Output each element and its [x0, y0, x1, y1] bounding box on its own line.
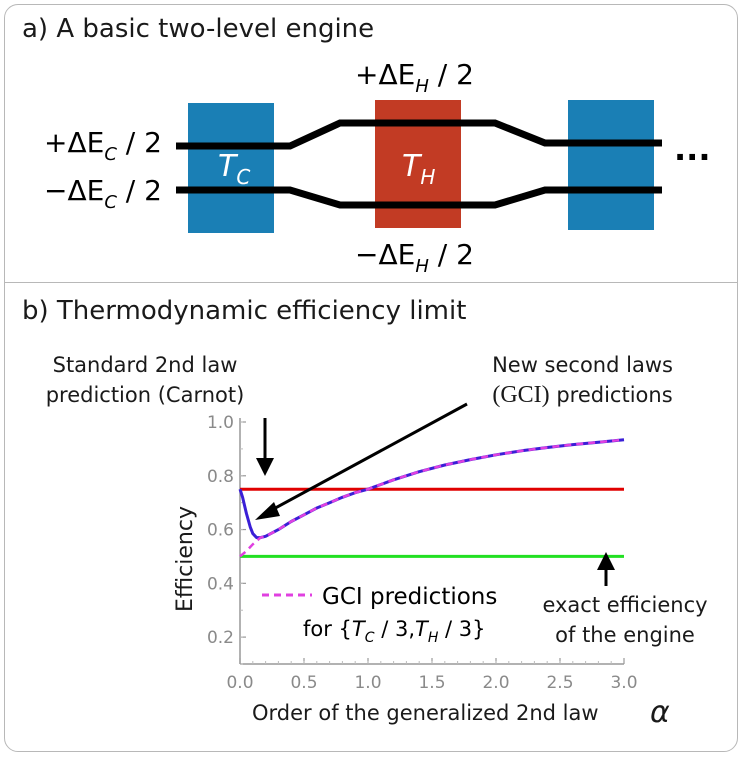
figure-frame: [4, 4, 738, 752]
annotation-gci-rest: predictions: [549, 383, 673, 407]
label-plus-delta-eh: +ΔEH / 2: [355, 58, 474, 97]
annotation-carnot-line2: prediction (Carnot): [45, 383, 245, 407]
panel-a-title: a) A basic two-level engine: [22, 14, 375, 44]
ellipsis: ···: [674, 138, 710, 176]
annotation-exact: exact efficiency of the engine: [520, 590, 730, 650]
annotation-gci-line2: (GCI) predictions: [460, 380, 705, 410]
annotation-gci-bold: (GCI): [492, 382, 550, 408]
lower-energy-level: [176, 186, 662, 209]
annotation-gci: New second laws (GCI) predictions: [460, 350, 705, 410]
annotation-carnot: Standard 2nd law prediction (Carnot): [20, 350, 270, 410]
cold-bath-label: TC: [218, 149, 250, 189]
label-minus-delta-ec: −ΔEC / 2: [44, 174, 162, 213]
annotation-carnot-line1: Standard 2nd law: [52, 353, 238, 377]
panel-b-title: b) Thermodynamic efficiency limit: [22, 296, 467, 326]
cold-bath-right: [568, 100, 654, 230]
annotation-exact-line2: of the engine: [555, 623, 695, 647]
upper-energy-level: [176, 119, 662, 150]
engine-diagram: TC TH +ΔEC / 2 −ΔEC / 2 +ΔEH / 2 −ΔEH / …: [44, 58, 710, 277]
label-plus-delta-ec: +ΔEC / 2: [44, 126, 162, 165]
panel-divider: [4, 282, 738, 283]
annotation-gci-line1: New second laws: [492, 353, 673, 377]
hot-bath-label: TH: [402, 149, 435, 189]
cold-bath-left: [188, 103, 274, 233]
annotation-exact-line1: exact efficiency: [542, 593, 708, 617]
label-minus-delta-eh: −ΔEH / 2: [355, 238, 474, 277]
